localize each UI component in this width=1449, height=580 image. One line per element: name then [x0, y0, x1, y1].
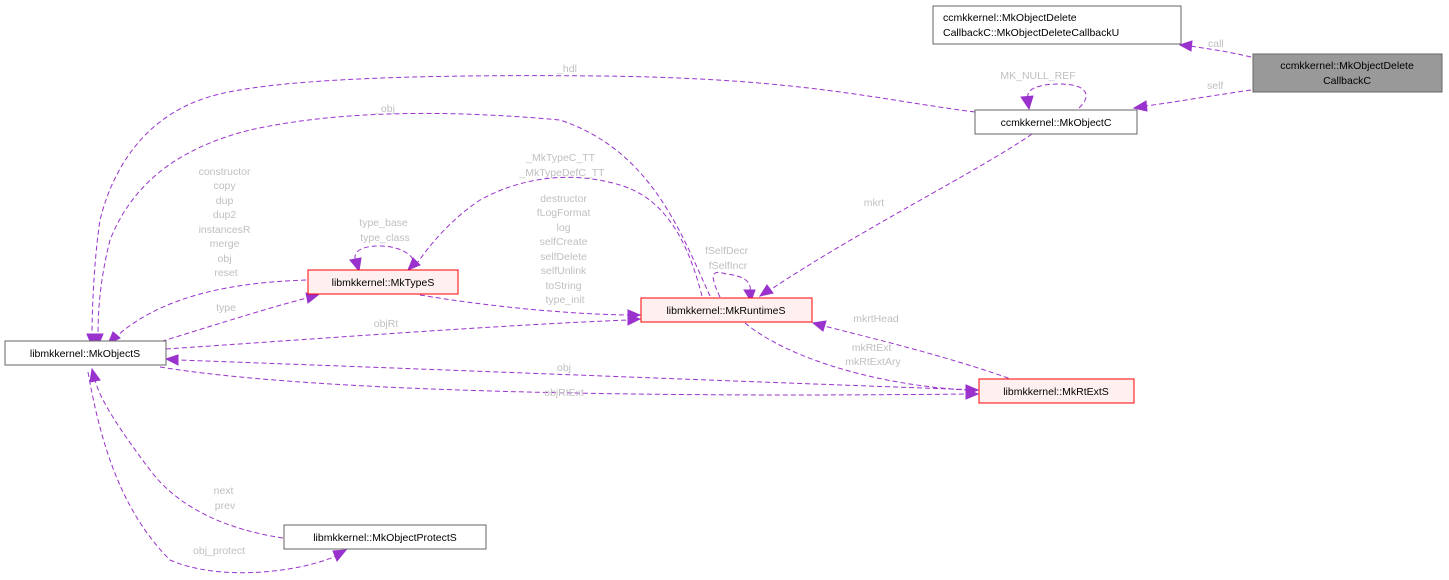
edge-obj-top: _obj [92, 103, 711, 348]
edge-label-selfdelete: selfDelete [540, 251, 587, 263]
edge-label-type: type [216, 302, 236, 314]
edge-label-hdl: _hdl [556, 63, 577, 75]
node-mkruntimes[interactable]: libmkkernel::MkRuntimeS [640, 297, 813, 323]
edge-label-group-typeS-members: constructor copy dup dup2 instancesR mer… [199, 166, 254, 279]
node-mkrtexts[interactable]: libmkkernel::MkRtExtS [978, 378, 1135, 404]
edge-type-base-class: type_base type_class [349, 217, 415, 273]
edge-label-dup: dup [216, 195, 234, 207]
node-label: libmkkernel::MkObjectProtectS [313, 532, 457, 544]
edge-label-objrtext: objRtExt [544, 387, 584, 399]
node-mkobjectdeletecallbackc[interactable]: ccmkkernel::MkObjectDelete CallbackC [1252, 53, 1443, 93]
edge-label-mkrthead: mkrtHead [853, 313, 899, 325]
edge-mkrtext: mkRtExt mkRtExtAry [744, 322, 980, 396]
node-mkobjects[interactable]: libmkkernel::MkObjectS [4, 340, 167, 366]
edge-label-mktypedefc-tt: _MkTypeDefC_TT [518, 167, 605, 179]
edge-label-objrt: objRt [374, 318, 399, 330]
edge-label-obj-protect: obj_protect [193, 545, 245, 557]
node-label-line-1: ccmkkernel::MkObjectDelete [1280, 60, 1414, 72]
edge-label-type-class: type_class [360, 232, 410, 244]
edge-label-selfcreate: selfCreate [540, 236, 588, 248]
edge-label-mkrtext: mkRtExt [852, 342, 892, 354]
edge-type: type [145, 292, 320, 347]
edge-label-instancesR: instancesR [199, 224, 251, 236]
edge-label-reset: reset [214, 267, 237, 279]
node-label: libmkkernel::MkObjectS [30, 348, 140, 360]
edge-label-constructor: constructor [199, 166, 251, 178]
node-mkobjectprotects[interactable]: libmkkernel::MkObjectProtectS [283, 524, 487, 550]
edge-label-group-runtime-members: destructor fLogFormat log selfCreate sel… [537, 193, 594, 306]
edge-label-obj-top: _obj [374, 103, 395, 115]
edge-label-group-mktypec: _MkTypeC_TT _MkTypeDefC_TT [518, 152, 605, 179]
edge-label-group-next-prev: next prev [214, 485, 237, 512]
node-label: libmkkernel::MkTypeS [332, 277, 435, 289]
edge-call: call [1178, 38, 1252, 58]
edge-label-type-init: type_init [545, 294, 584, 306]
edge-fselfdecr: fSelfDecr fSelfIncr [705, 245, 756, 303]
node-label: libmkkernel::MkRuntimeS [666, 305, 785, 317]
edge-mkrthead: mkrtHead [811, 313, 1017, 382]
edge-mkrt: mkrt [758, 133, 1033, 297]
node-mkobjectc[interactable]: ccmkkernel::MkObjectC [974, 109, 1138, 135]
node-label-line-1: ccmkkernel::MkObjectDelete [943, 12, 1077, 24]
edge-label-mkrt: mkrt [864, 197, 884, 209]
edge-mk-null-ref: MK_NULL_REF [1000, 70, 1087, 111]
edge-label-fselfdecr: fSelfDecr [705, 245, 749, 257]
edge-label-type-base: type_base [359, 217, 408, 229]
edge-label-mk-null-ref: MK_NULL_REF [1000, 70, 1075, 82]
edge-label-destructor: destructor [540, 193, 587, 205]
node-mkobjectdeletecallbacku[interactable]: ccmkkernel::MkObjectDelete CallbackC::Mk… [932, 5, 1182, 45]
edge-label-fselfincr: fSelfIncr [709, 260, 748, 272]
edge-label-group-type-base: type_base type_class [359, 217, 410, 244]
edge-label-mktypec-tt: _MkTypeC_TT [525, 152, 595, 164]
edge-obj-rtext: obj [164, 354, 979, 391]
edge-label-tostring: toString [545, 280, 581, 292]
edge-label-group-mkrtext: mkRtExt mkRtExtAry [845, 342, 901, 368]
edge-label-dup2: dup2 [213, 209, 237, 221]
edge-label-log: log [557, 222, 571, 234]
edge-next-prev: next prev [89, 367, 284, 539]
edge-mktypec-tt: _MkTypeC_TT _MkTypeDefC_TT [407, 152, 703, 297]
node-label-line-2: CallbackC [1323, 75, 1371, 87]
edge-label-selfunlink: selfUnlink [541, 265, 587, 277]
node-mktypes[interactable]: libmkkernel::MkTypeS [307, 269, 459, 295]
edge-label-merge: merge [210, 238, 240, 250]
node-label: ccmkkernel::MkObjectC [1001, 117, 1112, 129]
edge-label-call: call [1208, 38, 1224, 50]
edge-obj-protect: obj_protect [87, 371, 348, 574]
edge-typeS-runtimeS: destructor fLogFormat log selfCreate sel… [419, 193, 642, 321]
node-label-line-2: CallbackC::MkObjectDeleteCallbackU [943, 27, 1119, 39]
edge-label-obj-rtext: obj [557, 362, 571, 374]
edge-self: self [1132, 80, 1252, 112]
edge-typeS-objectS: constructor copy dup dup2 instancesR mer… [107, 166, 307, 346]
edge-label-flogformat: fLogFormat [537, 207, 591, 219]
edge-label-copy: copy [213, 180, 236, 192]
edge-objrtext: objRtExt [159, 366, 980, 400]
edge-label-mkrtextary: mkRtExtAry [845, 356, 901, 368]
edge-label-next: next [214, 485, 234, 497]
node-label: libmkkernel::MkRtExtS [1003, 386, 1109, 398]
edge-label-group-fself: fSelfDecr fSelfIncr [705, 245, 751, 272]
edge-label-prev: prev [215, 500, 236, 512]
edge-objrt: objRt [165, 314, 642, 350]
edge-label-self: self [1207, 80, 1223, 92]
edge-label-obj: obj [218, 253, 232, 265]
